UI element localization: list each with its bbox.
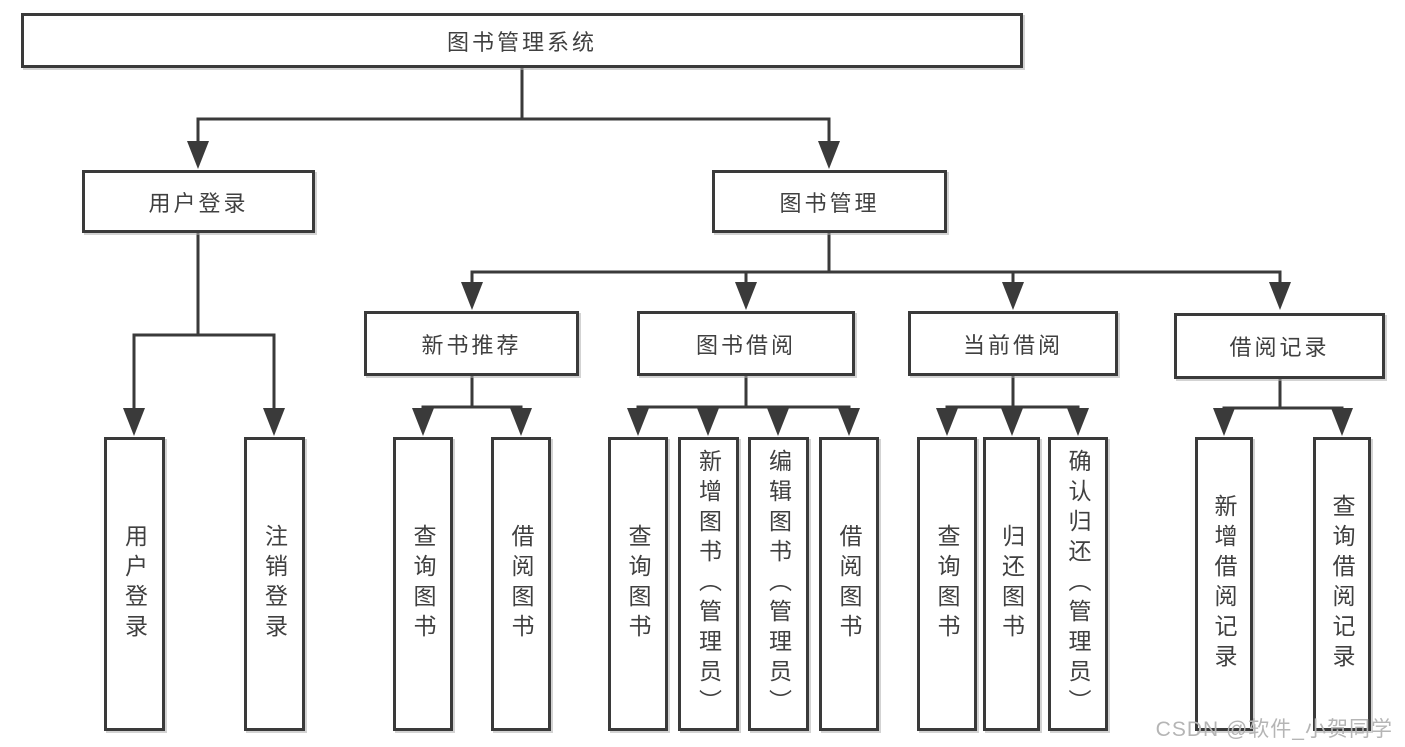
leaf-borrow-books-borrowing: 借阅图书 — [819, 437, 879, 731]
leaf-return-books: 归还图书 — [983, 437, 1040, 731]
node-library-management-system: 图书管理系统 — [21, 13, 1023, 68]
leaf-edit-book-admin: 编辑图书（管理员） — [748, 437, 809, 731]
leaf-query-borrow-record: 查询借阅记录 — [1313, 437, 1371, 731]
node-new-book-recommend: 新书推荐 — [364, 311, 579, 376]
leaf-query-books-recommend: 查询图书 — [393, 437, 453, 731]
node-borrow-records: 借阅记录 — [1174, 313, 1385, 379]
leaf-query-books-borrowing: 查询图书 — [608, 437, 668, 731]
leaf-query-books-current: 查询图书 — [917, 437, 977, 731]
arrowheads — [123, 141, 1353, 436]
node-book-management: 图书管理 — [712, 170, 947, 233]
leaf-logout: 注销登录 — [244, 437, 305, 731]
leaf-borrow-books-recommend: 借阅图书 — [491, 437, 551, 731]
node-user-login: 用户登录 — [82, 170, 315, 233]
leaf-confirm-return-admin: 确认归还（管理员） — [1048, 437, 1108, 731]
csdn-watermark: CSDN @软件_小贺同学 — [1155, 718, 1393, 741]
node-book-borrowing: 图书借阅 — [637, 311, 855, 376]
leaf-user-login: 用户登录 — [104, 437, 165, 731]
node-current-borrowing: 当前借阅 — [908, 311, 1118, 376]
leaf-add-book-admin: 新增图书（管理员） — [678, 437, 739, 731]
leaf-add-borrow-record: 新增借阅记录 — [1195, 437, 1253, 731]
